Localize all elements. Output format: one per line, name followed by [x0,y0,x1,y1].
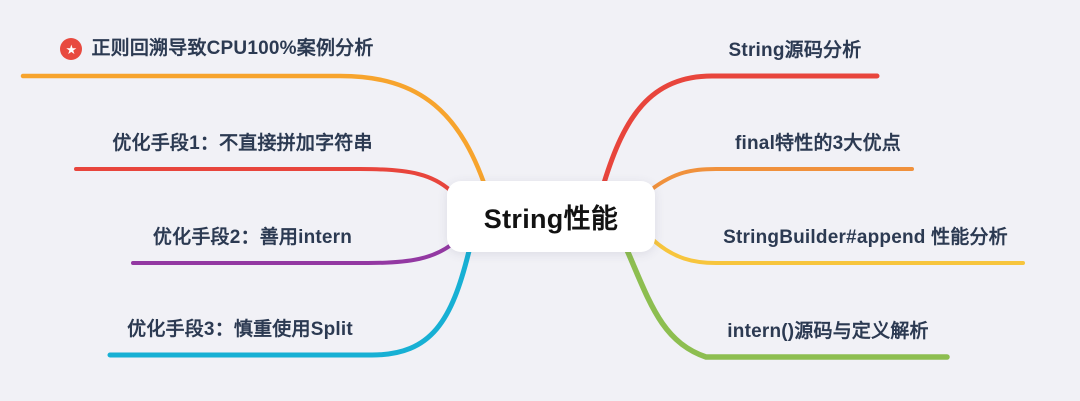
node-label-text: 正则回溯导致CPU100%案例分析 [91,38,374,59]
node-opt2-use-intern[interactable]: 优化手段2：善用intern [152,227,353,248]
node-opt1-no-direct-concat[interactable]: 优化手段1：不直接拼加字符串 [112,133,373,154]
node-opt3-careful-split[interactable]: 优化手段3：慎重使用Split [127,319,353,340]
branch-line-regex-case [20,73,492,201]
branch-line-opt2 [131,243,453,265]
node-string-source-analysis[interactable]: String源码分析 [728,40,862,61]
node-stringbuilder-append-perf[interactable]: StringBuilder#append 性能分析 [723,227,1008,248]
branch-line-opt1 [74,167,453,193]
branch-line-intern [624,247,950,360]
branch-line-string-source [601,73,880,186]
node-final-advantages[interactable]: final特性的3大优点 [734,133,902,154]
branch-line-stringbuilder [650,237,1025,265]
star-badge-icon: ★ [60,38,83,60]
node-intern-source-definition[interactable]: intern()源码与定义解析 [727,321,929,342]
center-node-string-performance[interactable]: String性能 [447,181,655,252]
branch-line-opt3 [107,248,472,358]
center-node-label: String性能 [483,204,619,234]
branch-line-final [650,167,914,191]
node-regex-cpu-case[interactable]: ★ 正则回溯导致CPU100%案例分析 [44,36,390,62]
